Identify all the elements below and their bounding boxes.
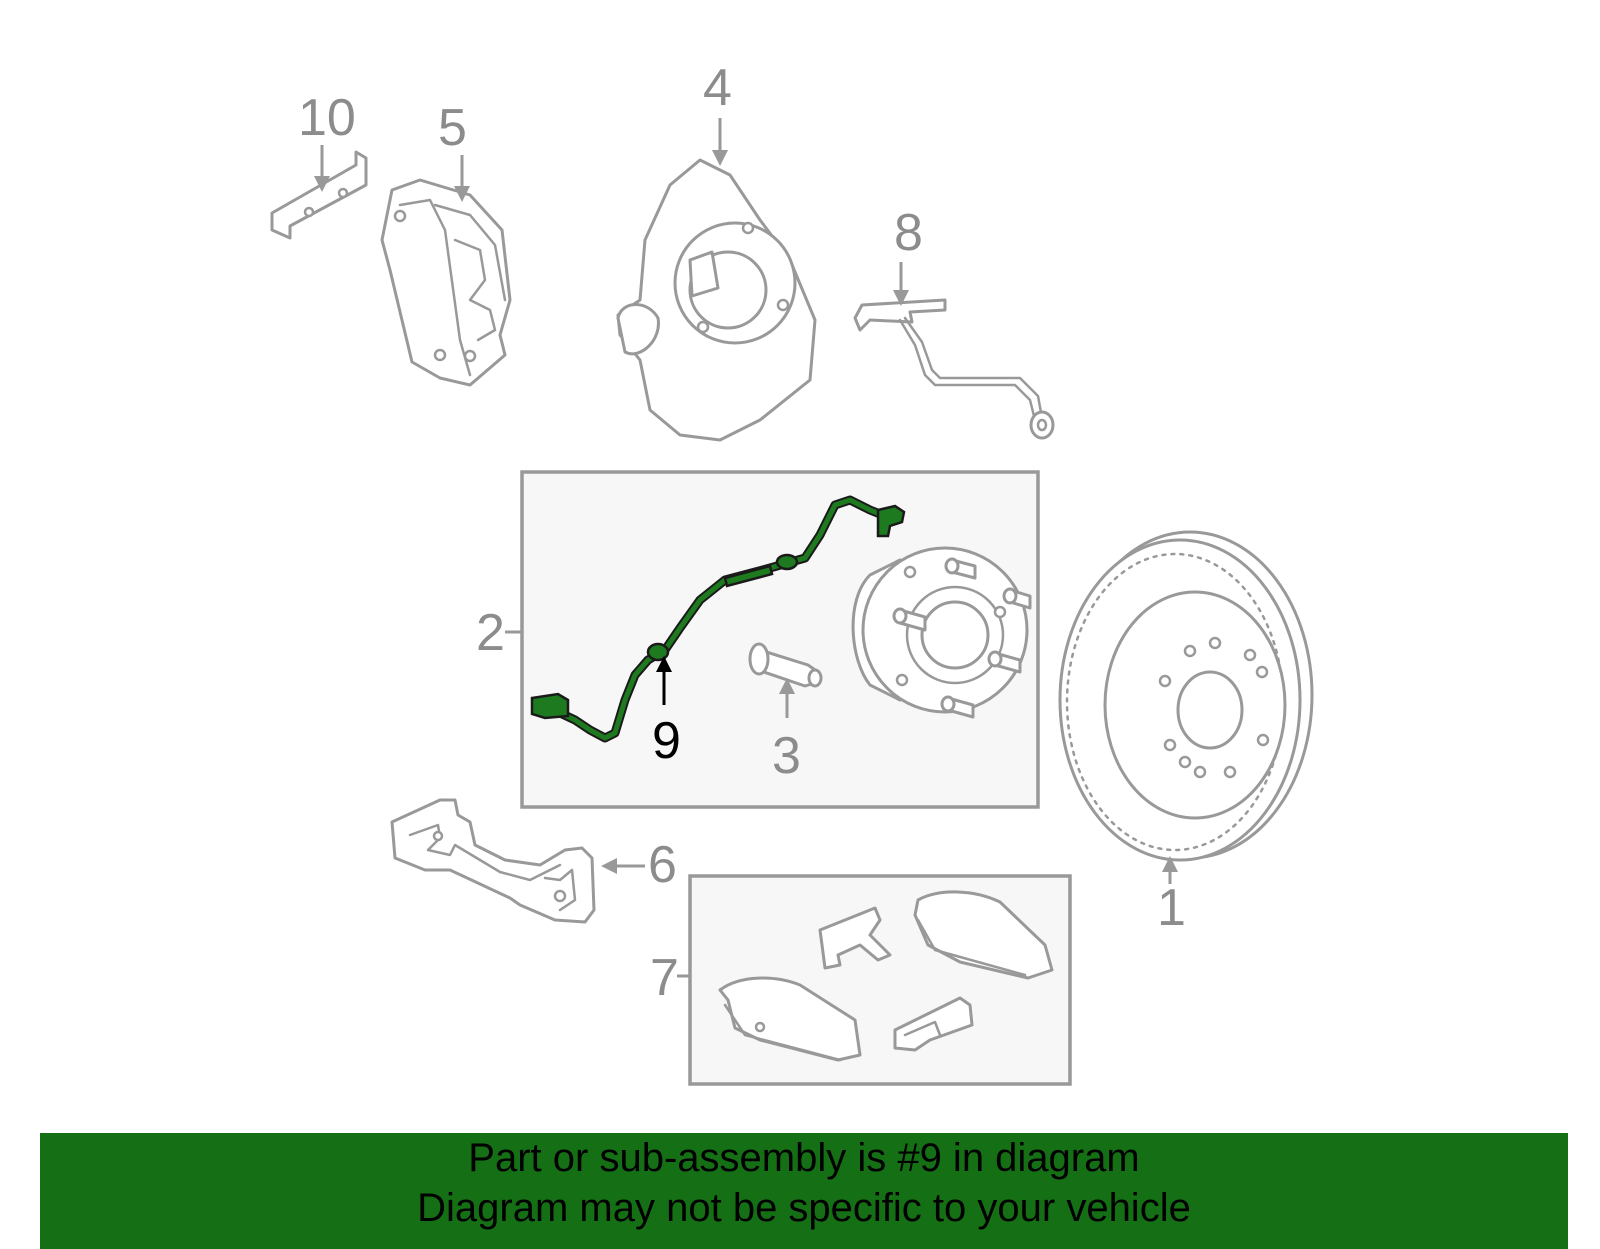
part-8-brake-hose-bracket <box>853 298 1055 440</box>
info-banner: Part or sub-assembly is #9 in diagram Di… <box>40 1133 1568 1249</box>
label-6: 6 <box>648 836 677 894</box>
banner-line-1: Part or sub-assembly is #9 in diagram <box>468 1136 1140 1180</box>
label-2: 2 <box>476 604 505 662</box>
part-5-caliper <box>380 178 512 387</box>
label-4: 4 <box>703 59 732 117</box>
hub-bearing <box>851 546 1032 719</box>
label-1: 1 <box>1157 879 1186 937</box>
label-8: 8 <box>894 204 923 262</box>
label-7: 7 <box>650 949 679 1007</box>
part-9-wheel-speed-sensor <box>530 495 906 743</box>
part-3-wheel-stud <box>748 642 823 688</box>
part-10-bracket <box>270 150 368 240</box>
banner-line-2: Diagram may not be specific to your vehi… <box>417 1186 1191 1230</box>
label-3: 3 <box>772 727 801 785</box>
label-10: 10 <box>298 89 356 147</box>
part-6-caliper-bracket <box>390 798 596 924</box>
part-1-brake-rotor <box>1058 530 1314 862</box>
label-9: 9 <box>652 712 681 770</box>
label-5: 5 <box>438 99 467 157</box>
brake-parts-diagram: 10 5 4 8 2 <box>270 59 1314 1086</box>
part-4-dust-shield <box>616 158 817 442</box>
part-7-brake-pads <box>718 890 1054 1062</box>
